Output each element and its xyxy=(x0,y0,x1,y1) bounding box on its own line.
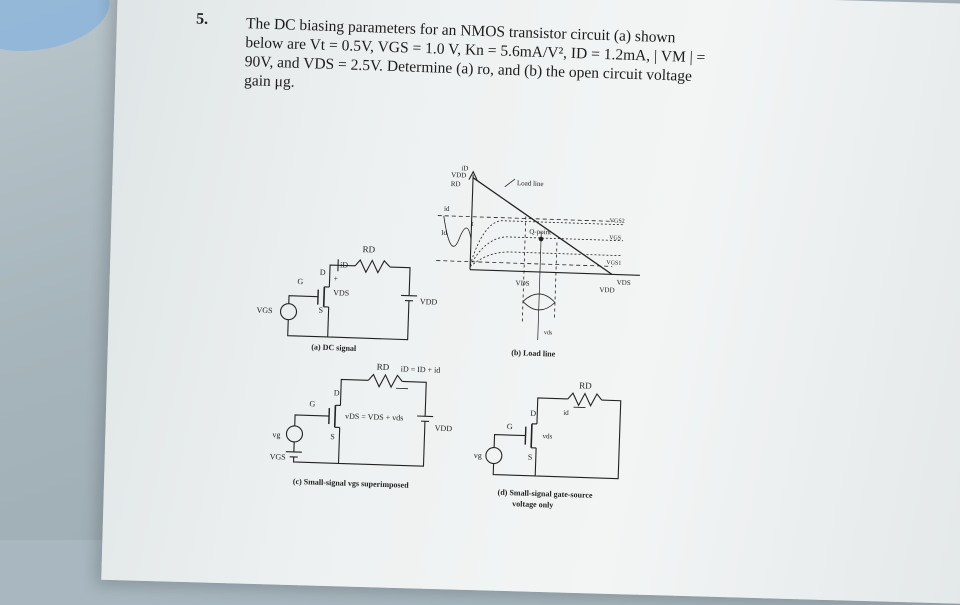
circuit-c: RD iD = ID + id D G S vDS = VDS + vds VD… xyxy=(269,358,455,491)
label-rd-c: RD xyxy=(377,362,390,372)
circuit-d: RD id D G S vds vg (d) Small-signal gate… xyxy=(472,377,621,512)
caption-d-line2: voltage only xyxy=(512,499,553,509)
label-vgs: VGS xyxy=(609,235,621,241)
label-vgs2: VGS2 xyxy=(610,218,625,224)
label-s-c: S xyxy=(330,432,335,441)
vgs-source-a xyxy=(280,303,297,320)
label-load-line: Load line xyxy=(517,179,544,188)
label-s-d: S xyxy=(528,453,533,462)
label-vgs1: VGS1 xyxy=(606,260,621,266)
label-g-a: G xyxy=(297,277,303,286)
label-id-small: id xyxy=(444,205,450,213)
label-id-eq-c: iD = ID + id xyxy=(401,364,441,374)
label-vgs-c: VGS xyxy=(270,452,286,462)
label-vds-d: vds xyxy=(542,432,552,440)
label-t-b: t xyxy=(471,220,473,228)
label-s-a: S xyxy=(318,306,323,315)
caption-d-line1: (d) Small-signal gate-source xyxy=(497,488,593,500)
label-vgs-a: VGS xyxy=(256,306,272,316)
vgs1-curve xyxy=(470,251,622,272)
vg-source-c xyxy=(286,426,303,443)
page-content: 5. The DC biasing parameters for an NMOS… xyxy=(0,0,960,556)
label-d-d: D xyxy=(530,409,536,418)
label-d-a: D xyxy=(320,268,326,277)
label-id-d: id xyxy=(563,409,569,417)
label-g-c: G xyxy=(309,399,315,408)
label-id-a: iD xyxy=(340,260,349,269)
caption-c: (c) Small-signal vgs superimposed xyxy=(293,477,410,490)
load-line xyxy=(470,178,615,275)
label-vdd-axis-b: VDD xyxy=(599,286,614,294)
label-vdd-c: VDD xyxy=(435,424,453,434)
circuit-figure: RD iD D G S VDS VDD VGS + (a) DC signal xyxy=(0,0,960,556)
plot-b: iD VDD RD Load line Q-point VGS2 VGS VGS… xyxy=(433,164,643,362)
caption-a: (a) DC signal xyxy=(311,342,357,353)
label-g-d: G xyxy=(507,422,513,431)
label-vg-d: vg xyxy=(474,451,482,460)
resistor-rd-d xyxy=(568,393,602,406)
label-vdd-b: VDD xyxy=(451,171,466,179)
label-plus-a: + xyxy=(333,274,338,283)
vg-source-d xyxy=(486,447,503,464)
circuit-a: RD iD D G S VDS VDD VGS + (a) DC signal xyxy=(255,241,439,356)
label-d-c: D xyxy=(334,388,340,397)
label-vdd-a: VDD xyxy=(420,297,438,307)
label-rd-a: RD xyxy=(362,244,375,254)
label-rd-b: RD xyxy=(451,180,461,188)
label-vds-eq-c: vDS = VDS + vds xyxy=(345,412,404,423)
label-q-point: Q-point xyxy=(529,228,551,237)
resistor-rd-a xyxy=(355,260,390,273)
caption-b: (b) Load line xyxy=(511,348,556,358)
label-rd-d: RD xyxy=(579,380,592,390)
label-vds-b: VDS xyxy=(515,279,529,287)
resistor-rd-c xyxy=(368,374,402,387)
label-vg-c: vg xyxy=(272,430,280,439)
label-Id: Id xyxy=(441,229,448,237)
label-vds-small-b: vds xyxy=(544,330,553,336)
label-vds-a: VDS xyxy=(333,288,349,298)
label-vds-axis: VDS xyxy=(617,279,631,287)
